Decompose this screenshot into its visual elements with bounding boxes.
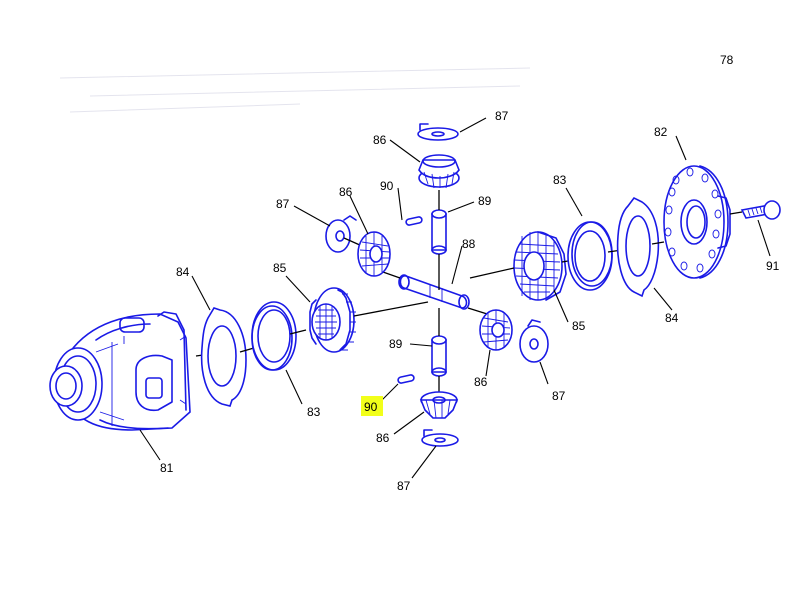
part-87-washer-right <box>519 319 549 363</box>
callout-87-left[interactable]: 87 <box>276 197 290 211</box>
part-89-pin-lower <box>431 335 447 377</box>
callout-90-upper[interactable]: 90 <box>380 179 394 193</box>
part-87-washer-bottom <box>421 429 459 447</box>
callout-86-right[interactable]: 86 <box>474 375 488 389</box>
part-88-cross-shaft <box>398 274 470 310</box>
callout-89-upper[interactable]: 89 <box>478 194 492 208</box>
callout-labels: 82 83 83 84 84 85 85 86 86 86 86 87 87 8… <box>160 109 780 493</box>
callout-87-top[interactable]: 87 <box>495 109 509 123</box>
part-83-ring-right <box>567 221 613 291</box>
highlight-marker <box>361 396 383 416</box>
corner-page-number: 78 <box>720 53 734 67</box>
part-85-side-gear-right <box>513 231 567 301</box>
part-86-pinion-left <box>357 231 391 277</box>
callout-84-left[interactable]: 84 <box>176 265 190 279</box>
callout-88[interactable]: 88 <box>462 237 476 251</box>
axis-line-gasket-right <box>651 241 665 245</box>
faint-background-artifact <box>59 67 531 113</box>
callout-84-right[interactable]: 84 <box>665 311 679 325</box>
part-84-gasket-left <box>200 307 247 407</box>
part-89-pin-upper <box>431 209 447 255</box>
callout-91[interactable]: 91 <box>766 259 780 273</box>
leader-lines <box>139 117 771 479</box>
part-86-pinion-top <box>418 154 460 189</box>
callout-86-top[interactable]: 86 <box>373 133 387 147</box>
callout-87-right[interactable]: 87 <box>552 389 566 403</box>
part-87-washer-top <box>417 123 459 141</box>
callout-89-lower[interactable]: 89 <box>389 337 403 351</box>
callout-83-left[interactable]: 83 <box>307 405 321 419</box>
part-83-ring-left <box>251 301 297 371</box>
callout-86-left[interactable]: 86 <box>339 185 353 199</box>
part-90-roll-pin-upper <box>405 216 423 226</box>
axis-line-bolt <box>729 211 743 215</box>
callout-82[interactable]: 82 <box>654 125 668 139</box>
part-85-side-gear-left <box>309 287 356 353</box>
part-81-carrier-housing <box>49 311 191 431</box>
axis-line-side-gear-left <box>353 301 429 317</box>
callout-87-bottom[interactable]: 87 <box>397 479 411 493</box>
part-87-washer-left <box>325 215 357 253</box>
part-86-pinion-bottom <box>419 391 459 419</box>
callout-85-right[interactable]: 85 <box>572 319 586 333</box>
callout-83-right[interactable]: 83 <box>553 173 567 187</box>
callout-81[interactable]: 81 <box>160 461 174 475</box>
part-82-flange-plate <box>663 165 731 279</box>
callout-85-left[interactable]: 85 <box>273 261 287 275</box>
callout-90-lower-highlighted[interactable]: 90 <box>364 400 378 414</box>
axis-line-side-gear-right <box>469 267 515 279</box>
axis-line-ring <box>289 329 307 335</box>
callout-86-bottom[interactable]: 86 <box>376 431 390 445</box>
part-86-pinion-right <box>479 309 513 351</box>
part-91-bolt <box>740 200 781 220</box>
part-84-gasket-right <box>616 196 660 298</box>
part-90-roll-pin-lower <box>397 374 415 384</box>
